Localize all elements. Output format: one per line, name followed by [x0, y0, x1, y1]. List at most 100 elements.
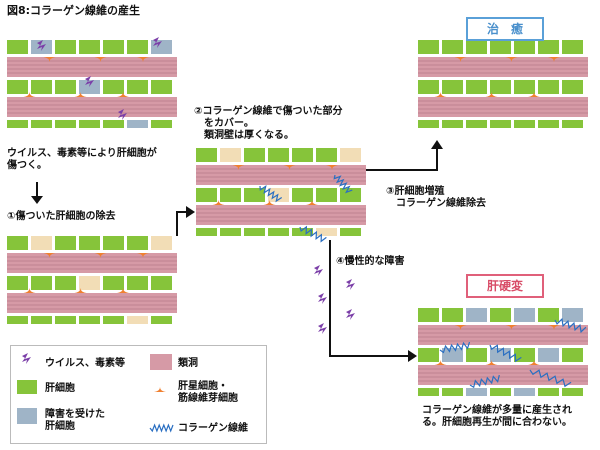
- panel-healed-hepatocyte: [466, 120, 487, 128]
- legend-stellate-cell: [154, 387, 166, 392]
- chronic-injury-virus-icon: [318, 293, 327, 304]
- panel-healed-hepatocyte: [418, 40, 439, 54]
- panel-cover-hepatocyte: [196, 188, 217, 202]
- panel-healed-stellate-cell: [505, 57, 518, 62]
- legend-hepatocyte-label: 肝細胞: [45, 383, 75, 394]
- panel-injury-stellate-cell: [117, 92, 129, 97]
- panel-removal-hepatocyte: [127, 236, 148, 250]
- panel-injury-hepatocyte: [103, 120, 124, 128]
- panel-removal-hepatocyte: [103, 276, 124, 290]
- panel-healed-hepatocyte: [418, 120, 439, 128]
- panel-removal-hepatocyte: [7, 316, 28, 324]
- panel-cirrhosis-collagen-fiber: [439, 341, 471, 354]
- panel-cirrhosis-damaged-hepatocyte: [490, 348, 511, 362]
- panel-injury-hepatocyte: [7, 40, 28, 54]
- panel-healed-stellate-cell: [548, 57, 560, 62]
- panel-injury-hepatocyte: [103, 40, 124, 54]
- chronic-injury-virus-icon: [346, 309, 355, 320]
- legend-collagen-label: コラーゲン線維: [178, 423, 248, 434]
- panel-removal-hepatocyte: [55, 276, 76, 290]
- panel-injury-hepatocyte: [79, 40, 100, 54]
- panel-removal-hepatocyte: [7, 236, 28, 250]
- panel-injury-sinusoid: [7, 57, 177, 77]
- panel-cover-collagen-fiber: [299, 225, 327, 243]
- panel-healed-hepatocyte: [418, 80, 439, 94]
- panel-healed-stellate-cell: [485, 92, 498, 97]
- panel-healed-hepatocyte: [466, 40, 487, 54]
- legend: [10, 345, 267, 444]
- panel-injury-hepatocyte: [127, 40, 148, 54]
- panel-cirrhosis-damaged-hepatocyte: [562, 308, 583, 322]
- panel-healed-stellate-cell: [434, 92, 447, 97]
- panel-cover-stellate-cell: [283, 165, 296, 170]
- panel-cirrhosis-hepatocyte: [538, 308, 559, 322]
- panel-cirrhosis-hepatocyte: [562, 348, 583, 362]
- status-cirrhosis: 肝硬変: [466, 274, 544, 298]
- panel-cover-stellate-cell: [263, 200, 276, 205]
- panel-cirrhosis-collagen-fiber: [554, 317, 587, 334]
- panel-cirrhosis-collagen-fiber: [529, 369, 572, 388]
- panel-injury-stellate-cell: [74, 92, 87, 97]
- legend-hepatocyte-swatch: [17, 380, 37, 394]
- panel-cirrhosis-hepatocyte: [418, 388, 439, 396]
- panel-removal-stellate-cell: [43, 253, 56, 258]
- panel-cirrhosis-damaged-hepatocyte: [442, 348, 463, 362]
- panel-healed-hepatocyte: [514, 120, 535, 128]
- panel-cirrhosis-stellate-cell: [528, 360, 540, 365]
- panel-injury-hepatocyte: [151, 80, 172, 94]
- arrow-cover-to-cirrhosis: [329, 240, 410, 357]
- panel-removal-collagen-patch: [151, 236, 172, 250]
- arrow-cover-to-healed: [366, 147, 438, 171]
- panel-injury-virus-icon: [118, 109, 127, 120]
- panel-cover-hepatocyte: [316, 148, 337, 162]
- panel-cover-hepatocyte: [244, 148, 265, 162]
- legend-collagen-fiber: [149, 423, 174, 433]
- panel-removal-hepatocyte: [151, 276, 172, 290]
- panel-cover-hepatocyte: [220, 188, 241, 202]
- panel-healed-hepatocyte: [490, 120, 511, 128]
- panel-cover-collagen-patch: [220, 148, 241, 162]
- panel-healed-stellate-cell: [528, 92, 540, 97]
- panel-cover-hepatocyte: [268, 228, 289, 236]
- panel-healed-hepatocyte: [442, 120, 463, 128]
- panel-healed-hepatocyte: [562, 80, 583, 94]
- panel-cover-hepatocyte: [292, 228, 313, 236]
- panel-cirrhosis-stellate-cell: [434, 360, 447, 365]
- panel-healed-hepatocyte: [538, 40, 559, 54]
- arrow-cover-to-cirrhosis-head: [408, 350, 417, 362]
- panel-cover-hepatocyte: [340, 228, 361, 236]
- panel-cirrhosis-hepatocyte: [442, 308, 463, 322]
- panel-cover-hepatocyte: [196, 148, 217, 162]
- caption-injury: ウイルス、毒素等により肝細胞が 傷つく。: [7, 148, 157, 171]
- caption-cirrhosis: コラーゲン線維が多量に産生され る。肝細胞再生が間に合わない。: [422, 405, 572, 428]
- panel-removal-stellate-cell: [137, 253, 149, 258]
- panel-injury-hepatocyte: [7, 80, 28, 94]
- panel-cirrhosis-hepatocyte: [562, 388, 583, 396]
- panel-cover-collagen-fiber: [333, 174, 353, 194]
- panel-injury-damaged-hepatocyte: [79, 80, 100, 94]
- panel-cirrhosis-stellate-cell: [505, 325, 518, 330]
- panel-cirrhosis-sinusoid: [418, 325, 588, 345]
- panel-cover-hepatocyte: [268, 148, 289, 162]
- panel-cover-hepatocyte: [244, 228, 265, 236]
- panel-injury-hepatocyte: [55, 80, 76, 94]
- panel-healed-sinusoid: [418, 57, 588, 77]
- status-healed: 治 癒: [466, 17, 544, 41]
- panel-removal-hepatocyte: [103, 316, 124, 324]
- panel-removal-stellate-cell: [23, 288, 36, 293]
- panel-cirrhosis-damaged-hepatocyte: [538, 348, 559, 362]
- panel-cover-hepatocyte: [244, 188, 265, 202]
- panel-cirrhosis-damaged-hepatocyte: [514, 308, 535, 322]
- panel-injury-hepatocyte: [151, 120, 172, 128]
- panel-removal-stellate-cell: [117, 288, 129, 293]
- arrow-cover-to-healed-head: [431, 140, 443, 149]
- legend-virus-label: ウイルス、毒素等: [45, 358, 125, 369]
- panel-healed-stellate-cell: [454, 57, 467, 62]
- legend-damaged-label: 障害を受けた 肝細胞: [45, 409, 105, 432]
- panel-cover-stellate-cell: [306, 200, 318, 205]
- panel-cirrhosis-hepatocyte: [418, 348, 439, 362]
- panel-removal-collagen-patch: [127, 316, 148, 324]
- panel-injury-hepatocyte: [7, 120, 28, 128]
- panel-injury-hepatocyte: [79, 120, 100, 128]
- panel-cover-collagen-patch: [316, 228, 337, 236]
